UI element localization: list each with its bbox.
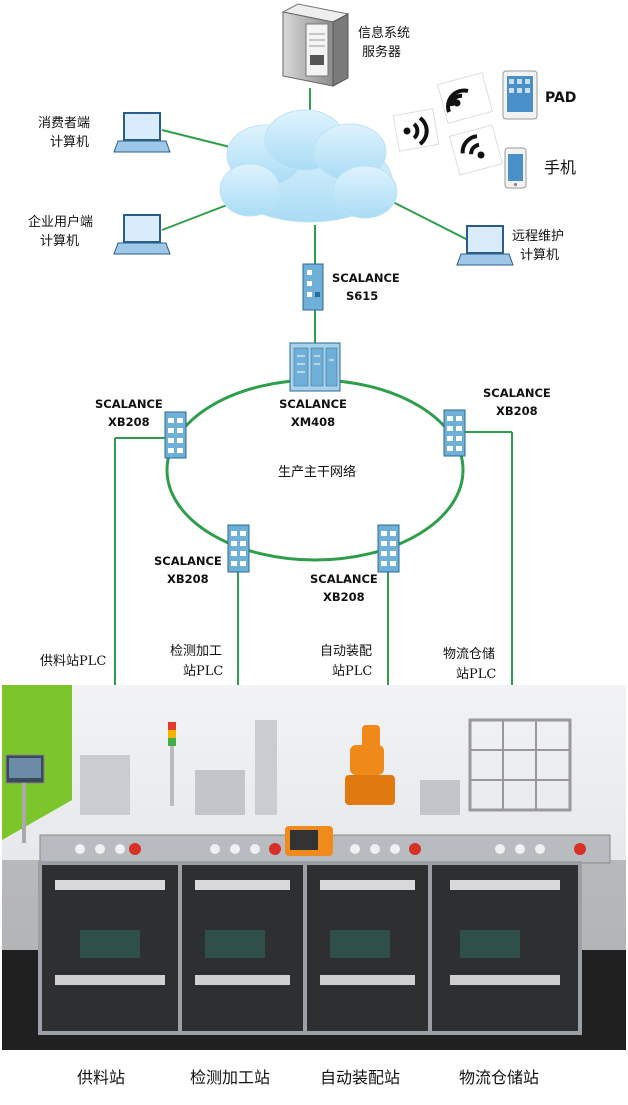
xm408-label-2: XM408 [291, 415, 335, 429]
network-links [114, 88, 513, 690]
switch-xb208-right-icon [443, 409, 466, 457]
wifi-icon-pad [436, 72, 494, 124]
laptop-icon-consumer [113, 112, 171, 153]
station-label-supply: 供料站 [77, 1068, 125, 1087]
wifi-icon-phone [448, 124, 504, 176]
switch-xb208-bottom-right-icon [377, 524, 400, 573]
link-remote-cloud [384, 197, 469, 241]
switch-xb208-bottom-left-icon [227, 524, 250, 573]
phone-label: 手机 [544, 158, 576, 177]
s615-label-2: S615 [346, 289, 378, 303]
plc-label-logistics-2: 站PLC [456, 667, 496, 682]
consumer-pc-label-2: 计算机 [50, 135, 89, 150]
xb208-br-label-1: SCALANCE [310, 572, 378, 586]
plc-label-supply: 供料站PLC [40, 654, 106, 669]
remote-pc-label-2: 计算机 [520, 248, 559, 263]
xb208-br-label-2: XB208 [323, 590, 365, 604]
laptop-icon-remote [456, 225, 514, 266]
xb208-bl-label-1: SCALANCE [154, 554, 222, 568]
enterprise-pc-label-2: 计算机 [40, 234, 79, 249]
xb208-bl-label-2: XB208 [167, 572, 209, 586]
remote-pc-label-1: 远程维护 [512, 229, 564, 244]
wifi-icon-center [392, 108, 440, 152]
xb208-left-label-1: SCALANCE [95, 397, 163, 411]
switch-xm408-icon [289, 342, 341, 392]
plc-label-assembly-1: 自动装配 [320, 644, 372, 659]
station-label-inspect: 检测加工站 [190, 1068, 270, 1087]
tablet-icon [502, 70, 538, 120]
server-icon [281, 3, 350, 87]
pad-label: PAD [545, 90, 576, 106]
server-label-1: 信息系统 [358, 25, 410, 41]
s615-label-1: SCALANCE [332, 271, 400, 285]
plc-label-inspect-1: 检测加工 [170, 644, 222, 659]
enterprise-pc-label-1: 企业用户端 [28, 214, 93, 230]
station-label-assembly: 自动装配站 [320, 1068, 400, 1087]
production-line-photo [2, 685, 626, 1050]
xb208-right-label-2: XB208 [496, 404, 538, 418]
plc-label-inspect-2: 站PLC [183, 664, 223, 679]
switch-s615-icon [302, 263, 324, 311]
server-label-2: 服务器 [362, 44, 401, 60]
switch-xb208-left-icon [164, 411, 187, 459]
xb208-left-label-2: XB208 [108, 415, 150, 429]
cloud-icon [219, 109, 398, 223]
ring-label: 生产主干网络 [278, 464, 356, 480]
xb208-right-label-1: SCALANCE [483, 386, 551, 400]
phone-icon [504, 147, 527, 189]
plc-label-logistics-1: 物流仓储 [443, 647, 495, 662]
laptop-icon-enterprise [113, 214, 171, 255]
consumer-pc-label-1: 消费者端 [38, 116, 90, 131]
station-label-logistics: 物流仓储站 [459, 1068, 539, 1087]
xm408-label-1: SCALANCE [279, 397, 347, 411]
plc-label-assembly-2: 站PLC [332, 664, 372, 679]
